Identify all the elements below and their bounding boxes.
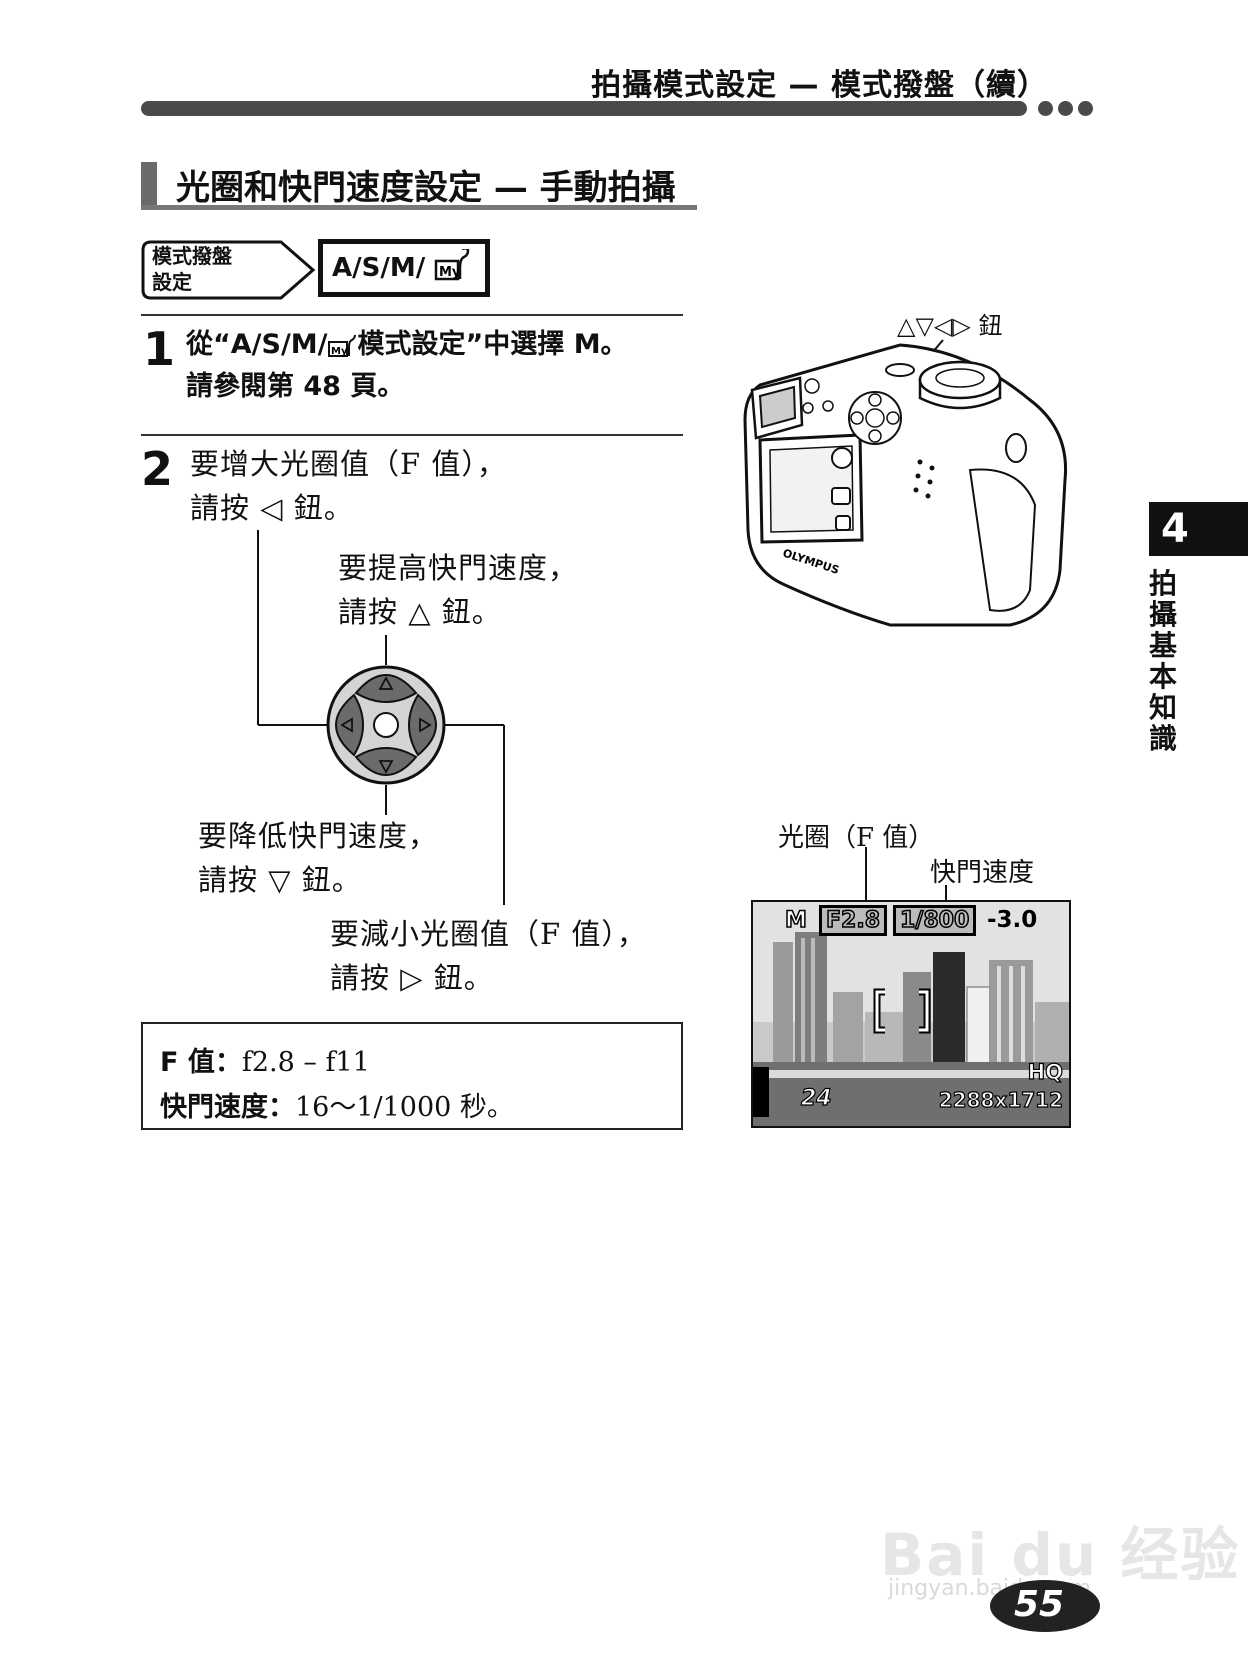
chapter-tab: 4 bbox=[1149, 502, 1248, 556]
lcd-shutter: 1/800 bbox=[893, 905, 977, 936]
header-dot bbox=[1058, 101, 1073, 116]
section-title: 光圈和快門速度設定 — 手動拍攝 bbox=[176, 168, 676, 208]
header-dot bbox=[1078, 101, 1093, 116]
lcd-aperture: F2.8 bbox=[819, 905, 888, 936]
step-divider bbox=[141, 314, 683, 316]
f-value-row: F 值：f2.8 – f11 bbox=[160, 1047, 370, 1078]
lcd-quality: HQ bbox=[1027, 1059, 1064, 1084]
camera-illustration: OLYMPUS bbox=[743, 339, 1068, 627]
running-header: 拍攝模式設定 — 模式撥盤（續） bbox=[591, 68, 1048, 103]
arrow-buttons-label: △▽◁▷ 鈕 bbox=[897, 312, 1003, 340]
shutter-label: 快門速度 bbox=[930, 858, 1035, 888]
header-bar bbox=[141, 101, 1027, 116]
step-1-number: 1 bbox=[143, 322, 176, 376]
mode-setting-value: A/S/M/ bbox=[332, 253, 426, 283]
callout-down: 要降低快門速度， 請按 ▽ 鈕。 bbox=[198, 819, 439, 897]
aperture-label: 光圈（F 值） bbox=[778, 823, 935, 853]
shutter-range-row: 快門速度：16～1/1000 秒。 bbox=[160, 1092, 514, 1123]
section-underline bbox=[141, 205, 697, 210]
page-number-badge bbox=[990, 1580, 1100, 1632]
watermark-brand: Bai du 经验 bbox=[880, 1521, 1241, 1589]
lcd-leader-lines bbox=[865, 847, 947, 903]
lcd-exposure: -3.0 bbox=[987, 907, 1038, 933]
chapter-title: 拍攝基本知識 bbox=[1148, 567, 1177, 755]
city-skyline-photo bbox=[753, 902, 1069, 1126]
my-mode-icon: My bbox=[435, 246, 470, 280]
callout-up: 要提高快門速度， 請按 △ 鈕。 bbox=[338, 551, 579, 629]
step-2-text: 要增大光圈值（F 值）， 請按 ◁ 鈕。 bbox=[190, 447, 507, 525]
mode-dial-tab bbox=[141, 240, 316, 300]
mode-setting-box: A/S/M/ My bbox=[318, 239, 490, 297]
mode-dial-label: 模式撥盤 設定 bbox=[152, 244, 232, 294]
section-marker bbox=[141, 162, 157, 208]
spec-box bbox=[141, 1022, 683, 1130]
step-divider bbox=[141, 434, 683, 436]
my-mode-icon: My bbox=[327, 334, 356, 357]
lcd-mode: M bbox=[784, 907, 807, 934]
lcd-screen: M F2.8 1/800 -3.0 HQ 24 2288x1712 bbox=[751, 900, 1071, 1128]
arrow-pad-diagram bbox=[257, 530, 505, 905]
page-number: 55 bbox=[1014, 1584, 1065, 1625]
svg-text:My: My bbox=[439, 265, 461, 280]
callout-right: 要減小光圈值（F 值）， 請按 ▷ 鈕。 bbox=[330, 917, 647, 995]
lcd-resolution: 2288x1712 bbox=[938, 1087, 1063, 1112]
step-2-number: 2 bbox=[141, 442, 174, 496]
svg-text:My: My bbox=[331, 346, 348, 357]
lcd-remaining: 24 bbox=[800, 1085, 832, 1111]
header-dot bbox=[1038, 101, 1053, 116]
